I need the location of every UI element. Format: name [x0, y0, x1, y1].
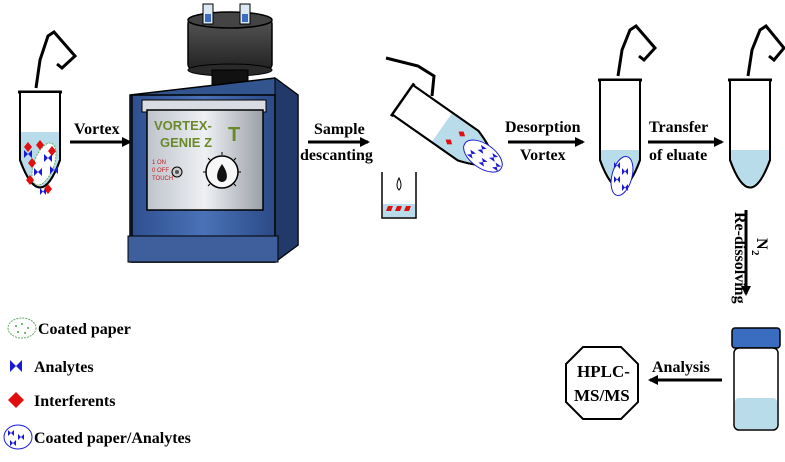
tube-lid-icon — [746, 23, 785, 77]
switch-off-label: 0 OFF — [152, 168, 169, 174]
label-transfer-line1: Transfer — [649, 119, 708, 136]
detector-line1: HPLC- — [577, 362, 630, 381]
switch-on-label: 1 ON — [152, 160, 166, 166]
label-desorption-line1: Desorption — [505, 119, 581, 136]
brand-line2: GENIE Z — [160, 135, 212, 150]
svg-text:N: N — [753, 238, 770, 250]
svg-text:Coated paper: Coated paper — [38, 321, 131, 338]
svg-text:Interferents: Interferents — [34, 393, 115, 410]
legend: Coated paper Analytes Interferents Coate… — [3, 317, 191, 450]
legend-item-coated-paper-analytes: Coated paper/Analytes — [3, 424, 191, 450]
interferent-icons — [24, 140, 56, 194]
tube-desorption — [598, 24, 658, 196]
hplc-msms-box: HPLC- MS/MS — [565, 346, 639, 420]
beaker-interferents — [381, 172, 417, 219]
svg-text:Coated paper/Analytes: Coated paper/Analytes — [34, 430, 191, 447]
coated-paper-icon — [7, 317, 37, 339]
brand-line1: VORTEX- — [154, 118, 212, 133]
tube-lid-icon — [385, 56, 436, 97]
label-redissolving: Re-dissolving — [731, 212, 748, 304]
detector-line2: MS/MS — [574, 386, 630, 405]
tube-lid-icon — [34, 30, 78, 89]
svg-text:2: 2 — [749, 250, 761, 256]
tube-sample-mixture — [18, 30, 78, 195]
legend-item-analytes: Analytes — [10, 359, 94, 376]
brand-logo: T — [228, 124, 240, 146]
label-sample-line2: descanting — [300, 147, 373, 164]
tube-lid-icon — [616, 24, 658, 77]
tube-decanting — [385, 56, 503, 173]
label-sample-line1: Sample — [314, 121, 365, 138]
label-n2: N 2 — [749, 238, 770, 256]
sample-vial — [731, 327, 781, 431]
legend-item-interferents: Interferents — [8, 392, 115, 410]
vial-cap-icon — [731, 327, 781, 349]
analyte-icons — [24, 150, 58, 195]
label-vortex: Vortex — [74, 121, 120, 138]
switch-touch-label: TOUCH — [152, 176, 173, 182]
interferent-icon — [8, 392, 24, 408]
tube-eluate — [728, 23, 785, 189]
label-transfer-line2: of eluate — [649, 147, 707, 164]
svg-text:Analytes: Analytes — [34, 359, 94, 376]
legend-item-coated-paper: Coated paper — [7, 317, 131, 339]
label-analysis: Analysis — [652, 359, 710, 376]
analyte-icon — [10, 360, 22, 372]
label-desorption-line2: Vortex — [520, 147, 566, 164]
vortex-genie-instrument: VORTEX- GENIE Z T 1 ON 0 OFF TOUCH — [127, 3, 299, 263]
